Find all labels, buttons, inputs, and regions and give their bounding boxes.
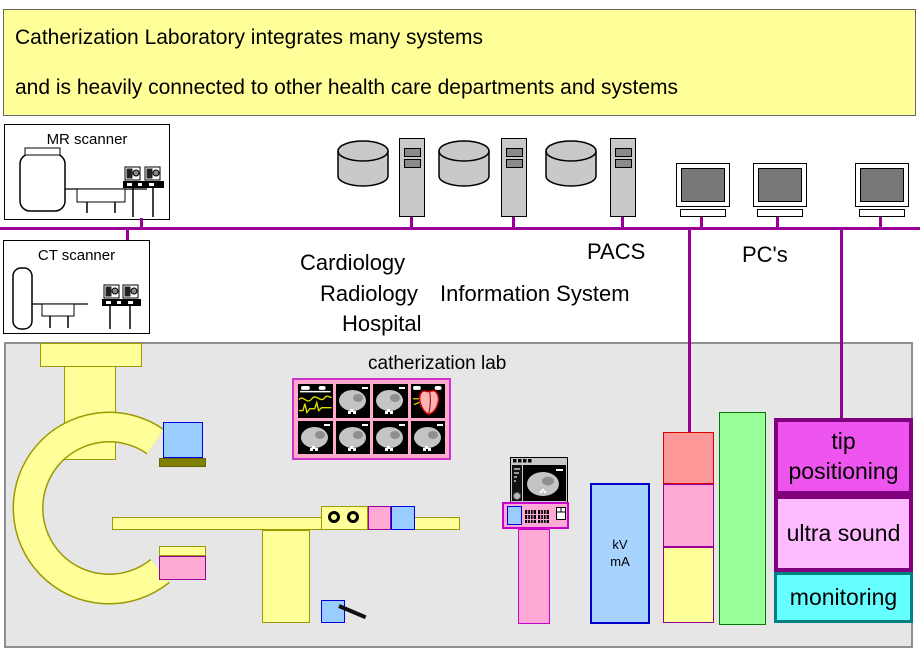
foot-pedal (321, 600, 345, 623)
desktop-monitor-icon (753, 163, 807, 218)
rack-module-red (663, 432, 714, 484)
ct-scanner-box: CT scanner (3, 240, 150, 334)
xray-image-icon (335, 420, 370, 454)
mr-scanner-drawing (19, 147, 164, 217)
ct-workstation-icons (102, 284, 141, 329)
green-cabinet (719, 412, 766, 625)
server1-bus-connector (410, 217, 413, 227)
ct-scanner-drawing (12, 267, 141, 330)
console-pedestal (518, 529, 550, 624)
table-module-pink (368, 506, 391, 530)
server-tower-icon (610, 138, 636, 217)
lab-title: catherization lab (368, 353, 507, 374)
database-cylinder-icon (337, 140, 389, 187)
carm-arc (12, 411, 170, 605)
table-control-panel (321, 506, 368, 530)
xray-image-icon (373, 384, 408, 418)
mr-bus-connector (140, 218, 143, 227)
detector-grid-bar (159, 458, 206, 467)
label-information-system: Information System (440, 281, 630, 306)
pc3-bus-connector (879, 216, 882, 227)
desktop-monitor-icon (855, 163, 909, 218)
network-bus-line (0, 227, 920, 230)
database-cylinder-icon (438, 140, 490, 187)
tip-positioning-module: tip positioning (774, 418, 913, 495)
carm-ceiling-rail (40, 343, 142, 367)
mr-scanner-box: MR scanner (4, 124, 170, 220)
server-tower-icon (399, 138, 425, 217)
server2-bus-connector (512, 217, 515, 227)
ct-bus-connector (126, 230, 129, 240)
pc2-bus-connector (776, 216, 779, 227)
xray-tube (159, 556, 206, 580)
generator-ma-label: mA (610, 553, 630, 569)
ecg-waveform-icon (298, 384, 333, 418)
keyboard-icon (525, 509, 549, 524)
database-cylinder-icon (545, 140, 597, 187)
xray-image-icon (410, 420, 445, 454)
banner-line-1: Catherization Laboratory integrates many… (15, 26, 484, 49)
ultrasound-module: ultra sound (774, 495, 913, 572)
xray-image-icon (298, 420, 333, 454)
mr-workstation-icons (123, 166, 164, 217)
tip-positioning-label: tip positioning (788, 427, 899, 484)
label-hospital: Hospital (342, 311, 422, 336)
monitoring-module: monitoring (774, 572, 913, 623)
banner-line-2: and is heavily connected to other health… (15, 76, 679, 99)
xray-tube-cap (159, 546, 206, 556)
control-knob-icon (347, 511, 359, 523)
monitoring-label: monitoring (789, 583, 898, 610)
lab-drop-line-1 (688, 230, 691, 432)
generator-kv-label: kV (612, 536, 628, 552)
ct-scanner-label: CT scanner (37, 247, 116, 264)
ultrasound-label: ultra sound (786, 519, 901, 546)
control-knob-icon (328, 511, 340, 523)
label-pacs: PACS (587, 239, 646, 264)
lab-drop-line-2 (840, 230, 843, 418)
label-cardiology: Cardiology (300, 250, 406, 275)
table-module-blue (391, 506, 415, 530)
title-banner: Catherization Laboratory integrates many… (3, 9, 916, 116)
server3-bus-connector (621, 217, 624, 227)
server-tower-icon (501, 138, 527, 217)
console-screen (507, 506, 522, 525)
rack-module-pink (663, 484, 714, 547)
xray-generator: kV mA (590, 483, 650, 624)
mr-scanner-label: MR scanner (46, 131, 128, 148)
label-radiology: Radiology (320, 281, 418, 306)
image-intensifier (163, 422, 203, 458)
heart-image-icon (410, 384, 445, 418)
mouse-icon (556, 507, 566, 520)
pc1-bus-connector (700, 216, 703, 227)
xray-image-icon (335, 384, 370, 418)
desktop-monitor-icon (676, 163, 730, 218)
monitor-bank (292, 378, 451, 460)
workstation-console (502, 502, 569, 529)
xray-image-icon (373, 420, 408, 454)
rack-module-yellow (663, 547, 714, 623)
workstation-display (510, 457, 568, 503)
table-pedestal (262, 530, 310, 623)
label-pcs: PC's (742, 242, 788, 267)
